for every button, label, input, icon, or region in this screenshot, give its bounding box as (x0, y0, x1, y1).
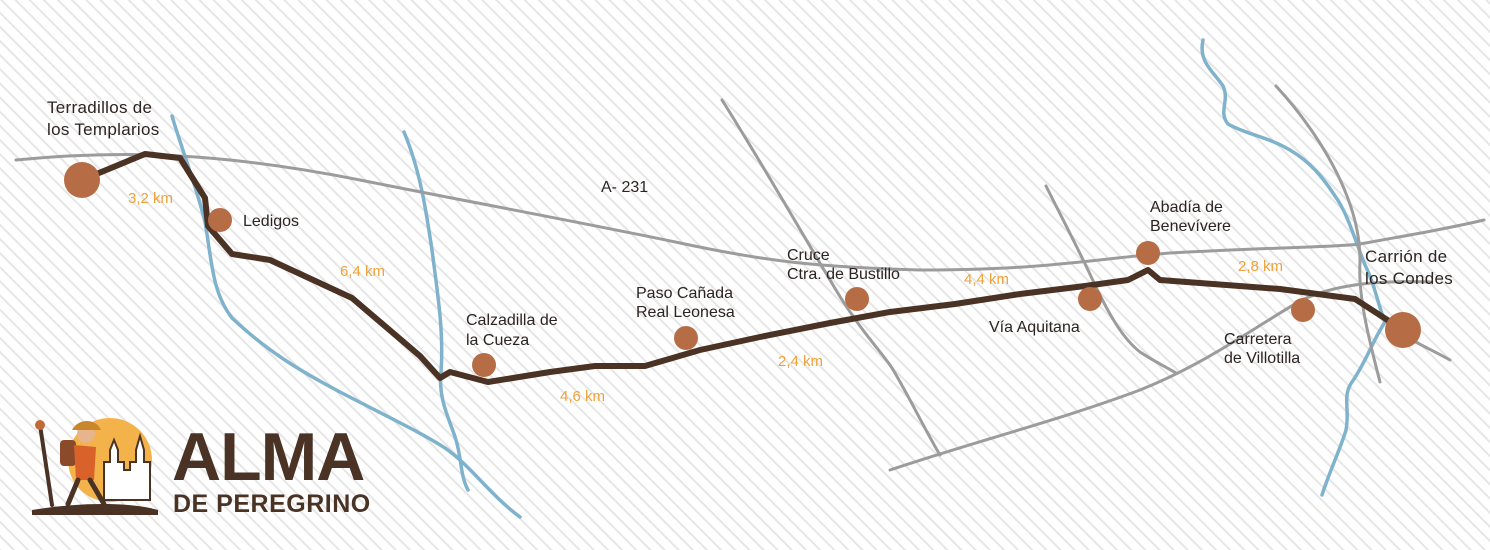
distance-cruce-abadia: 4,4 km (964, 271, 1009, 288)
logo-cathedral (103, 432, 151, 501)
stop-carrion[interactable] (1385, 312, 1421, 348)
logo-staff (38, 423, 54, 507)
label-abadia-1: Abadía de (1150, 199, 1223, 216)
stop-carretera[interactable] (1291, 298, 1315, 322)
logo-staff-gourd (35, 420, 45, 430)
road-d (1274, 84, 1382, 384)
label-ledigos: Ledigos (243, 213, 299, 230)
label-via-aquitana: Vía Aquitana (989, 319, 1080, 336)
label-terradillos-2: los Templarios (47, 120, 160, 139)
label-paso-canada-2: Real Leonesa (636, 304, 735, 321)
stop-paso-canada[interactable] (674, 326, 698, 350)
camino-route (79, 151, 1406, 385)
stop-ledigos[interactable] (208, 208, 232, 232)
label-terradillos-1: Terradillos de (47, 98, 152, 117)
stop-calzadilla[interactable] (472, 353, 496, 377)
label-paso-canada-1: Paso Cañada (636, 285, 733, 302)
distance-terradillos-ledigos: 3,2 km (128, 190, 173, 207)
river-central (402, 130, 470, 492)
stops (64, 162, 1421, 377)
river-east-lower (1320, 320, 1387, 497)
river-east-upper (1200, 38, 1387, 324)
stop-via-aquitana[interactable] (1078, 287, 1102, 311)
brand-name: ALMA (172, 419, 364, 495)
label-calzadilla-1: Calzadilla de (466, 312, 558, 329)
road-c (888, 280, 1432, 472)
label-carretera-1: Carretera (1224, 331, 1292, 348)
label-carrion-2: los Condes (1365, 269, 1453, 288)
logo-pilgrim-backpack (60, 440, 76, 466)
distance-ledigos-calzadilla: 6,4 km (340, 263, 385, 280)
brand-logo: ALMA DE PEREGRINO (32, 418, 371, 518)
distance-paso-cruce: 2,4 km (778, 353, 823, 370)
distance-calzadilla-paso: 4,6 km (560, 388, 605, 405)
logo-pilgrim-legs (65, 477, 107, 507)
distance-abadia-carrion: 2,8 km (1238, 258, 1283, 275)
logo-pilgrim-body (74, 445, 96, 480)
logo-ground (32, 504, 158, 515)
stop-terradillos[interactable] (64, 162, 100, 198)
label-carrion-1: Carrión de (1365, 247, 1447, 266)
stop-abadia[interactable] (1136, 241, 1160, 265)
label-cruce-2: Ctra. de Bustillo (787, 266, 900, 283)
label-cruce-1: Cruce (787, 247, 830, 264)
rivers (170, 38, 1387, 519)
road-label-a231: A- 231 (601, 179, 648, 196)
stop-cruce[interactable] (845, 287, 869, 311)
label-abadia-2: Benevívere (1150, 218, 1231, 235)
brand-tagline: DE PEREGRINO (173, 490, 371, 518)
label-calzadilla-2: la Cueza (466, 332, 529, 349)
road-a231 (14, 153, 1486, 272)
river-west (170, 114, 522, 519)
logo-pilgrim-hat (72, 421, 101, 430)
label-carretera-2: de Villotilla (1224, 350, 1300, 367)
road-b (1044, 184, 1178, 375)
